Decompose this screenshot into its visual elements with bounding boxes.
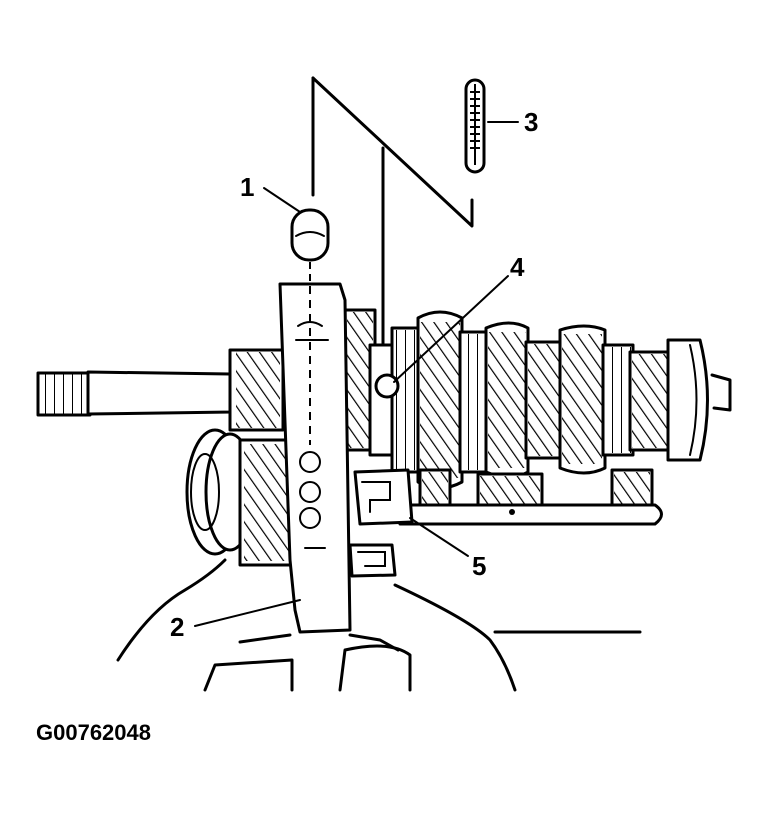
callout-2: 2 (170, 612, 184, 642)
measuring-tool (464, 78, 486, 174)
callout-5: 5 (472, 551, 486, 581)
detent-ball (374, 373, 400, 399)
mainshaft-gears (343, 308, 732, 490)
input-shaft (36, 348, 285, 432)
callout-4: 4 (510, 252, 525, 282)
left-bearing (185, 428, 302, 567)
shift-fork (278, 282, 352, 634)
callout-1: 1 (240, 172, 254, 202)
guide-lines (311, 76, 474, 347)
housing (116, 558, 642, 692)
plug-part (290, 208, 330, 285)
figure-code: G00762048 (36, 720, 151, 745)
callout-3: 3 (524, 107, 538, 137)
interlock-block (348, 468, 414, 578)
leader-lines (194, 121, 519, 627)
shift-rail (398, 503, 663, 526)
